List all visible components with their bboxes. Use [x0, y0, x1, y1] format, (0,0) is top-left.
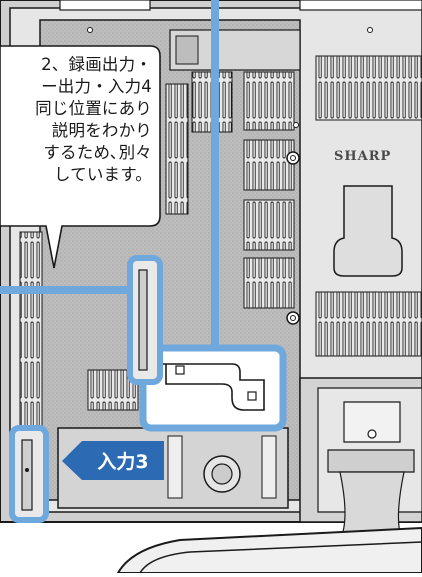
- callout-bubble: [0, 45, 161, 269]
- input3-label: 入力3: [97, 451, 149, 473]
- callout-line: しています。: [53, 165, 152, 184]
- callout-line: 2、録画出力・: [41, 55, 152, 74]
- screw-holes: [87, 27, 373, 325]
- callout-line: ー出力・入力4: [41, 77, 152, 96]
- callout-line: 説明をわかり: [51, 121, 152, 140]
- mount-plate: [333, 185, 403, 277]
- brand-logo: SHARP: [334, 149, 392, 164]
- callout-line: 同じ位置にあり: [35, 99, 152, 118]
- callout-line: するため､別々: [43, 143, 152, 162]
- stand-base: [116, 526, 422, 574]
- callout-text: 2、録画出力・ ー出力・入力4 同じ位置にあり 説明をわかり するため､別々 し…: [0, 54, 152, 186]
- highlight-terminal-left: [127, 255, 163, 385]
- stand: [116, 377, 422, 574]
- input3-tag: [62, 441, 164, 480]
- highlight-terminal-input3: [9, 425, 49, 523]
- highlight-lines: [0, 0, 219, 356]
- vent-grilles: [19, 55, 422, 483]
- highlight-terminal-top: [139, 344, 287, 432]
